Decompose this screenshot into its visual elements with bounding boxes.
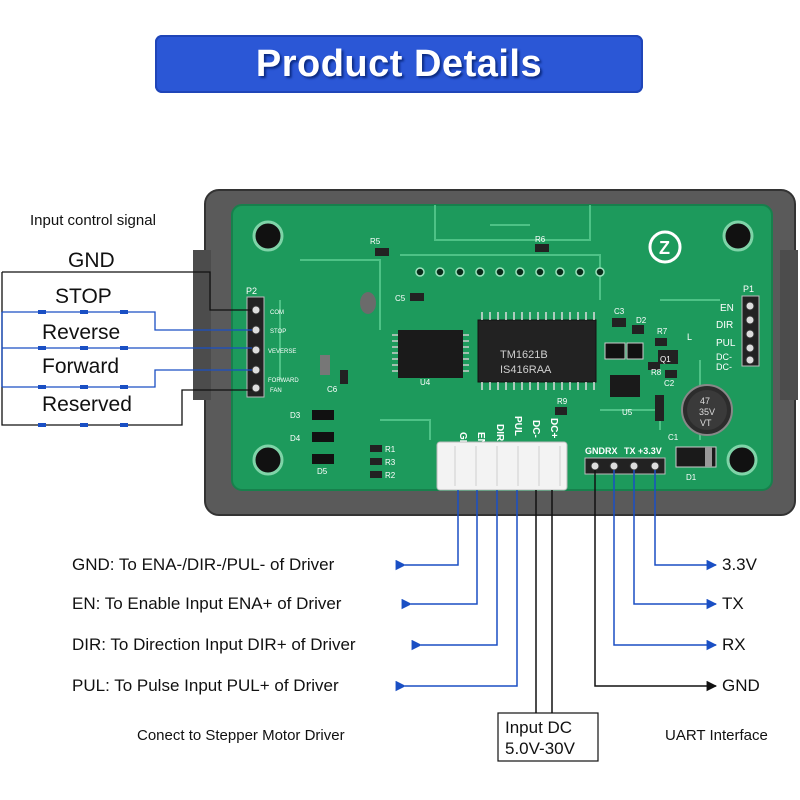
title-banner: Product Details xyxy=(155,35,643,93)
p2-label: P2 xyxy=(246,286,257,296)
ref-c1: C1 xyxy=(668,433,679,442)
ref-l: L xyxy=(687,332,692,342)
bottom-pin-dir: DIR xyxy=(494,424,505,442)
ref-r9: R9 xyxy=(557,397,568,406)
p1-pin-en: EN xyxy=(720,303,734,314)
ref-u4: U4 xyxy=(420,378,431,387)
cap-text-2: 35V xyxy=(699,407,715,417)
uart-pin-3v3: +3.3V xyxy=(638,446,662,456)
ref-c5: C5 xyxy=(395,294,406,303)
uart-line-gnd: GND xyxy=(722,676,760,695)
ref-c2: C2 xyxy=(664,379,675,388)
chip-text-2: IS416RAA xyxy=(500,364,552,376)
driver-line-dir: DIR: To Direction Input DIR+ of Driver xyxy=(72,635,356,654)
uart-line-rx: RX xyxy=(722,635,746,654)
ref-q1: Q1 xyxy=(660,355,671,364)
ref-u5: U5 xyxy=(622,408,633,417)
signal-forward: Forward xyxy=(42,355,120,378)
driver-line-gnd: GND: To ENA-/DIR-/PUL- of Driver xyxy=(72,555,335,574)
mount-hole xyxy=(722,220,754,252)
uart-caption: UART Interface xyxy=(665,727,768,744)
signal-reverse: Reverse xyxy=(42,321,121,344)
mount-hole xyxy=(252,444,284,476)
mount-hole xyxy=(252,220,284,252)
p1-pin-dc2: DC- xyxy=(716,362,732,372)
ref-r3: R3 xyxy=(385,458,396,467)
ref-r8: R8 xyxy=(651,368,662,377)
brand-logo xyxy=(648,230,682,264)
signal-stop: STOP xyxy=(55,285,112,308)
ref-r6: R6 xyxy=(535,235,546,244)
ref-r1: R1 xyxy=(385,445,396,454)
p1-pin-pul: PUL xyxy=(716,338,736,349)
cap-text-3: VT xyxy=(700,418,712,428)
power-line-1: Input DC xyxy=(505,718,573,737)
ref-d1: D1 xyxy=(686,473,697,482)
driver-line-pul: PUL: To Pulse Input PUL+ of Driver xyxy=(72,676,339,695)
driver-connector xyxy=(436,441,568,491)
ic-u4 xyxy=(398,330,463,378)
ref-d4: D4 xyxy=(290,434,301,443)
driver-caption: Conect to Stepper Motor Driver xyxy=(137,727,345,744)
power-line-2: 5.0V-30V xyxy=(505,739,575,758)
banner-title: Product Details xyxy=(255,42,543,85)
uart-pin-tx: TX xyxy=(624,446,636,456)
p1-pin-dir: DIR xyxy=(716,320,733,331)
chip-text-1: TM1621B xyxy=(500,349,548,361)
uart-line-tx: TX xyxy=(722,594,744,613)
bottom-pin-en: EN xyxy=(475,432,486,446)
uart-pin-gnd: GND xyxy=(585,446,606,456)
bottom-pin-dcplus: DC+ xyxy=(548,418,559,438)
signal-reserved: Reserved xyxy=(42,393,132,416)
main-chip xyxy=(477,319,597,383)
ref-c6: C6 xyxy=(327,385,338,394)
ref-r5: R5 xyxy=(370,237,381,246)
ref-r7: R7 xyxy=(657,327,668,336)
p2-pin-com: COM xyxy=(270,310,284,316)
uart-header xyxy=(584,457,666,475)
cap-text-1: 47 xyxy=(700,396,710,406)
p2-pin-forward: FORWARD xyxy=(268,378,299,384)
mount-hole xyxy=(726,444,758,476)
p2-pin-fan: FAN xyxy=(270,388,282,394)
ref-d2: D2 xyxy=(636,316,647,325)
ref-d3: D3 xyxy=(290,411,301,420)
input-dc-box xyxy=(497,712,599,762)
p1-pin-dc1: DC- xyxy=(716,352,732,362)
bottom-pin-pul: PUL xyxy=(512,416,523,436)
signal-gnd: GND xyxy=(68,249,115,272)
bottom-pin-dcminus: DC- xyxy=(530,420,541,438)
p1-label: P1 xyxy=(743,284,754,294)
uart-line-3v3: 3.3V xyxy=(722,555,757,574)
p2-pin-reverse: VEVERSE xyxy=(268,349,296,355)
svg-text:Z: Z xyxy=(659,238,670,258)
ref-d5: D5 xyxy=(317,467,328,476)
uart-pin-rx: RX xyxy=(605,446,618,456)
driver-line-en: EN: To Enable Input ENA+ of Driver xyxy=(72,594,342,613)
input-control-heading: Input control signal xyxy=(30,212,156,229)
ref-c3: C3 xyxy=(614,307,625,316)
ref-r2: R2 xyxy=(385,471,396,480)
p2-pin-stop: STOP xyxy=(270,329,286,335)
